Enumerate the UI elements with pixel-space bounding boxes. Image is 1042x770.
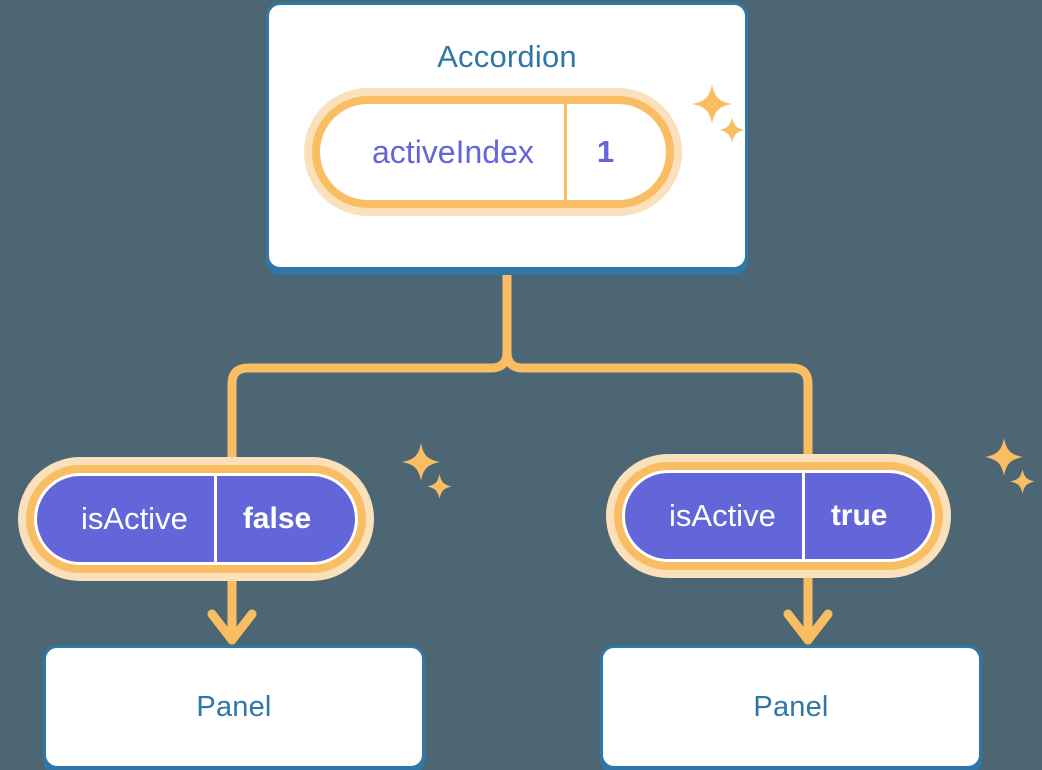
prop-pill-key: isActive (81, 501, 188, 536)
state-pill-value: 1 (563, 104, 666, 200)
prop-pill-key: isActive (669, 498, 776, 533)
prop-pill-value: true (801, 473, 932, 559)
arrowhead-right (783, 609, 833, 645)
state-pill-active-index[interactable]: activeIndex 1 (320, 104, 667, 200)
accordion-title: Accordion (437, 39, 577, 74)
panel-title: Panel (196, 690, 272, 723)
state-pill-key: activeIndex (372, 133, 534, 170)
prop-pill-body: isActive true (622, 470, 935, 562)
state-pill-body: activeIndex 1 (320, 104, 667, 200)
component-card-panel-right[interactable]: Panel (600, 645, 982, 769)
sparkle-four-point-icon (1010, 469, 1035, 494)
sparkle-four-point-icon (402, 443, 440, 481)
sparkle-four-point-icon (985, 438, 1023, 476)
connector-trunk-split (227, 267, 512, 475)
prop-pill-value: false (213, 476, 355, 562)
prop-pill-body: isActive false (34, 473, 359, 565)
connector-trunk-split-right (502, 347, 813, 473)
prop-pill-is-active-true[interactable]: isActive true (622, 470, 935, 562)
component-card-panel-left[interactable]: Panel (43, 645, 425, 769)
sparkle-four-point-icon (427, 474, 452, 499)
arrowhead-left (207, 609, 257, 645)
prop-pill-is-active-false[interactable]: isActive false (34, 473, 359, 565)
panel-title: Panel (753, 690, 829, 723)
